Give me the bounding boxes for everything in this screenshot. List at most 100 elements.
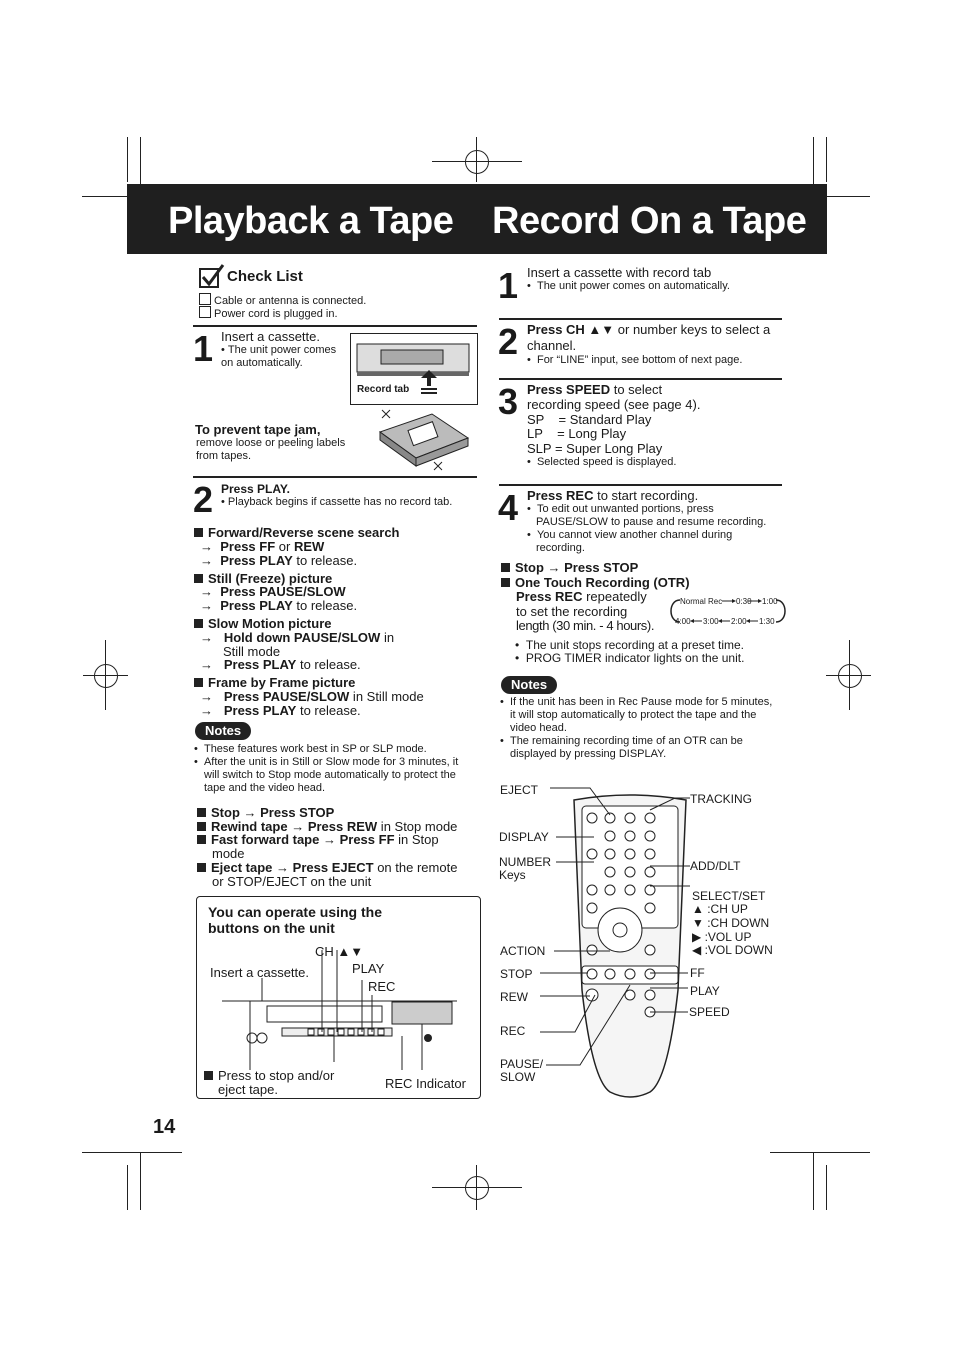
unit-panel-box xyxy=(196,896,481,1099)
divider xyxy=(193,476,477,478)
otr-bullets: • The unit stops recording at a preset t… xyxy=(515,639,744,665)
remote-label-rec: REC xyxy=(500,1024,526,1038)
remote-label-action: ACTION xyxy=(500,944,546,958)
feature-line: → Press PAUSE/SLOW in Still mode xyxy=(200,689,424,704)
otr-top-2: 1:00 xyxy=(762,597,778,606)
step-number: 3 xyxy=(498,381,519,422)
divider xyxy=(499,378,782,380)
otr-bottom-2: 2:00 xyxy=(731,617,747,626)
remote-label-ch-up: ▲ :CH UP xyxy=(692,902,748,916)
crop-mark xyxy=(140,137,141,199)
checklist-item: Cable or antenna is connected. xyxy=(199,293,366,308)
rec-step3-text-cont: recording speed (see page 4). xyxy=(527,397,701,412)
rec-step4-text: Press REC to start recording. xyxy=(527,488,699,503)
rec-step3-bullet: • Selected speed is displayed. xyxy=(527,456,677,468)
crop-mark xyxy=(813,1152,814,1210)
unit-ch-label: CH ▲▼ xyxy=(315,944,364,959)
otr-bottom-1: 3:00 xyxy=(703,617,719,626)
bullet-item: • The unit stops recording at a preset t… xyxy=(515,638,744,652)
crop-mark xyxy=(770,1152,870,1153)
registration-mark xyxy=(838,664,862,688)
playback-title: Playback a Tape xyxy=(168,200,454,242)
rec-step1-text: Insert a cassette with record tab xyxy=(527,265,712,280)
otr-top-0: Normal Rec xyxy=(680,597,723,606)
otr-bottom-3: 1:30 xyxy=(759,617,775,626)
vcr-front-panel xyxy=(222,950,457,1070)
otr-title: One Touch Recording (OTR) xyxy=(501,576,690,590)
feature-title: Slow Motion picture xyxy=(194,617,332,631)
unit-play-label: PLAY xyxy=(352,961,385,976)
notes-badge: Notes xyxy=(195,722,252,740)
note-item: • After the unit is in Still or Slow mod… xyxy=(194,756,459,794)
checkmark-icon xyxy=(199,264,225,288)
crop-mark xyxy=(140,1152,141,1210)
rec-step3-text: Press SPEED to select xyxy=(527,382,663,397)
cassette-jam-illustration xyxy=(378,409,470,471)
remote-callout-lines-right xyxy=(649,797,690,1013)
checklist-title: Check List xyxy=(227,268,303,285)
crop-mark xyxy=(105,640,106,710)
rec-step4-bullets: • To edit out unwanted portions, press P… xyxy=(527,503,777,555)
step-number: 1 xyxy=(498,265,519,306)
remote-label-display: DISPLAY xyxy=(499,830,549,844)
speed-slp: SLP = Super Long Play xyxy=(527,441,663,456)
speed-sp: SP = Standard Play xyxy=(527,412,652,427)
notes-badge: Notes xyxy=(501,676,558,694)
bullet-item: • To edit out unwanted portions, press P… xyxy=(527,503,767,528)
crop-mark xyxy=(82,1152,182,1153)
remote-label-stop: STOP xyxy=(500,967,533,981)
registration-mark xyxy=(465,150,489,174)
feature-line: → Press PLAY to release. xyxy=(200,598,358,613)
crop-mark xyxy=(826,1165,827,1210)
op-rewind: Rewind tape → Press REW in Stop mode xyxy=(197,820,457,834)
op-stop: Stop → Press STOP xyxy=(197,806,334,820)
feature-line: → Press FF or REW xyxy=(200,539,325,554)
op-ff-cont: mode xyxy=(212,846,245,861)
remote-label-add-dlt: ADD/DLT xyxy=(690,859,741,873)
unit-stop-eject-label: Press to stop and/or xyxy=(204,1069,334,1083)
step1-text: Insert a cassette. xyxy=(221,329,320,344)
remote-callout-lines xyxy=(540,787,631,1066)
otr-line1: Press REC repeatedly xyxy=(516,589,647,604)
checklist-item: Power cord is plugged in. xyxy=(199,306,338,321)
remote-label-rew: REW xyxy=(500,990,528,1004)
feature-title: Frame by Frame picture xyxy=(194,676,355,690)
feature-line: Still mode xyxy=(223,644,281,659)
step-number: 4 xyxy=(498,487,519,528)
registration-mark xyxy=(94,664,118,688)
rec-notes-list: • If the unit has been in Rec Pause mode… xyxy=(500,696,780,761)
step2-title: Press PLAY. xyxy=(221,482,290,496)
op-ff: Fast forward tape → Press FF in Stop xyxy=(197,833,439,847)
divider xyxy=(499,484,782,486)
note-item: • If the unit has been in Rec Pause mode… xyxy=(500,696,773,734)
rec-step2-text: Press CH ▲▼ or number keys to select a xyxy=(527,322,771,337)
feature-line: → Press PLAY to release. xyxy=(200,553,358,568)
op-eject-cont: or STOP/EJECT on the unit xyxy=(212,874,372,889)
record-title: Record On a Tape xyxy=(492,200,807,242)
otr-bottom-0: 4:00 xyxy=(675,617,691,626)
step-number: 2 xyxy=(193,479,214,520)
note-item: • These features work best in SP or SLP … xyxy=(194,743,427,755)
remote-label-eject: EJECT xyxy=(500,783,539,797)
divider xyxy=(193,325,477,327)
otr-line3: length (30 min. - 4 hours). xyxy=(516,618,655,633)
feature-title: Forward/Reverse scene search xyxy=(194,526,400,540)
feature-line: → Press PAUSE/SLOW xyxy=(200,584,346,599)
cassette-illustration: Record tab xyxy=(350,333,478,405)
jam-text: remove loose or peeling labels from tape… xyxy=(196,437,346,462)
crop-mark xyxy=(826,675,871,676)
step-number: 2 xyxy=(498,321,519,362)
remote-label-ch-down: ▼ :CH DOWN xyxy=(692,916,770,930)
crop-mark xyxy=(813,137,814,199)
crop-mark xyxy=(127,1165,128,1210)
crop-mark xyxy=(476,1165,477,1210)
crop-mark xyxy=(127,137,128,182)
rec-step1-bullet: • The unit power comes on automatically. xyxy=(527,280,730,292)
header-bar xyxy=(127,184,827,254)
unit-insert-label: Insert a cassette. xyxy=(210,965,309,980)
bullet-item: • You cannot view another channel during… xyxy=(527,529,733,554)
note-item: • The remaining recording time of an OTR… xyxy=(500,735,743,760)
rec-step2-bullet: • For “LINE” input, see bottom of next p… xyxy=(527,354,743,366)
divider xyxy=(499,318,782,320)
remote-control-illustration xyxy=(573,794,687,1098)
